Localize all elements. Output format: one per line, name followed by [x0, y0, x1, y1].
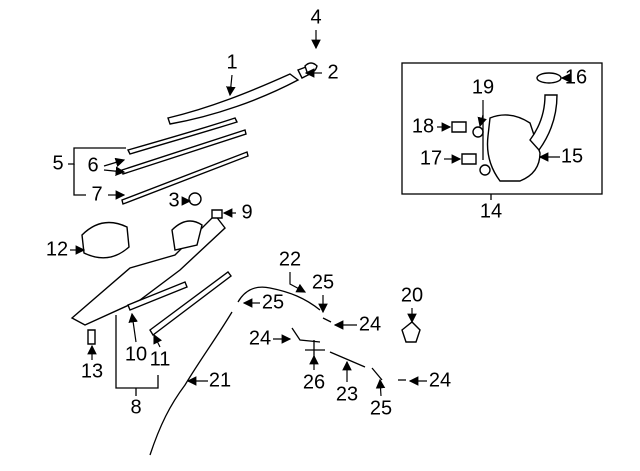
- callout-23: 23: [336, 383, 358, 405]
- callout-3: 3: [168, 189, 179, 211]
- callout-2: 2: [327, 61, 338, 83]
- callout-11: 11: [150, 348, 171, 370]
- callout-25: 25: [370, 397, 392, 419]
- callout-19: 19: [472, 76, 494, 98]
- callout-9: 9: [241, 201, 252, 223]
- callout-5: 5: [52, 152, 63, 174]
- washer-hoses: [149, 286, 406, 456]
- callout-20: 20: [401, 284, 423, 306]
- callout-26: 26: [303, 371, 325, 393]
- callout-18: 18: [412, 115, 434, 137]
- washer-reservoir: [451, 72, 562, 182]
- callout-7: 7: [91, 183, 102, 205]
- callout-4: 4: [310, 6, 321, 28]
- callout-16: 16: [565, 66, 587, 88]
- callout-12: 12: [46, 238, 68, 260]
- callout-25: 25: [312, 271, 334, 293]
- callout-25: 25: [262, 291, 284, 313]
- callout-13: 13: [81, 360, 103, 382]
- callout-22: 22: [279, 248, 301, 270]
- callout-1: 1: [226, 51, 237, 73]
- washer-nozzle: [401, 321, 421, 343]
- callout-15: 15: [561, 145, 583, 167]
- callout-24: 24: [249, 327, 271, 349]
- wiper-arm: [167, 62, 318, 125]
- callout-24: 24: [359, 313, 381, 335]
- leader-arrows: [68, 30, 571, 397]
- callout-24: 24: [429, 369, 451, 391]
- callout-17: 17: [420, 147, 442, 169]
- washer-assembly-box: [401, 62, 603, 195]
- callout-10: 10: [125, 343, 147, 365]
- wiper-motor-linkage: [70, 192, 232, 345]
- callout-21: 21: [209, 369, 231, 391]
- callout-8: 8: [130, 396, 141, 418]
- callout-14: 14: [480, 200, 502, 222]
- callout-6: 6: [87, 154, 98, 176]
- wiper-blades: [121, 117, 249, 205]
